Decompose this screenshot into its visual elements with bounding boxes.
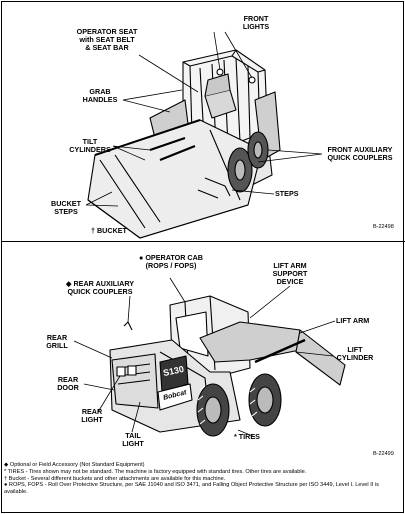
label-tilt-cylinders: TILT CYLINDERS bbox=[69, 137, 111, 154]
label-operator-seat: OPERATOR SEAT with SEAT BELT & SEAT BAR bbox=[76, 27, 138, 52]
label-steps: STEPS bbox=[275, 189, 299, 198]
label-bucket-steps: BUCKET STEPS bbox=[51, 199, 81, 216]
label-rear-light: REAR LIGHT bbox=[81, 407, 103, 424]
footnote-rops-fops: ● ROPS, FOPS - Roll Over Protective Stru… bbox=[4, 482, 379, 496]
footnotes: ◆ Optional or Field Accessory (Not Stand… bbox=[4, 462, 400, 496]
footnote-bucket: † Bucket - Several different buckets and… bbox=[4, 475, 226, 482]
label-tail-light: TAIL LIGHT bbox=[122, 431, 144, 448]
label-lift-arm: LIFT ARM bbox=[336, 316, 370, 325]
label-front-lights: FRONT LIGHTS bbox=[242, 14, 270, 31]
label-rear-grill: REAR GRILL bbox=[46, 333, 68, 350]
figure-id-top: B-22498 bbox=[373, 224, 394, 230]
label-grab-handles: GRAB HANDLES bbox=[82, 87, 118, 104]
label-operator-cab: ● OPERATOR CAB (ROPS / FOPS) bbox=[139, 253, 203, 270]
figure-id-bottom: B-22499 bbox=[373, 451, 394, 457]
label-tires: * TIRES bbox=[234, 432, 260, 441]
label-lift-cylinder: LIFT CYLINDER bbox=[336, 345, 374, 362]
label-rear-aux-couplers: ◆ REAR AUXILIARY QUICK COUPLERS bbox=[65, 279, 135, 296]
label-lift-arm-support: LIFT ARM SUPPORT DEVICE bbox=[272, 261, 308, 286]
footnote-tires: * TIRES - Tires shown may not be standar… bbox=[4, 468, 307, 475]
label-front-aux-couplers: FRONT AUXILIARY QUICK COUPLERS bbox=[327, 145, 393, 162]
label-bucket: † BUCKET bbox=[91, 226, 127, 235]
figure-divider bbox=[2, 241, 405, 242]
label-rear-door: REAR DOOR bbox=[57, 375, 79, 392]
footnote-optional: ◆ Optional or Field Accessory (Not Stand… bbox=[4, 462, 145, 468]
